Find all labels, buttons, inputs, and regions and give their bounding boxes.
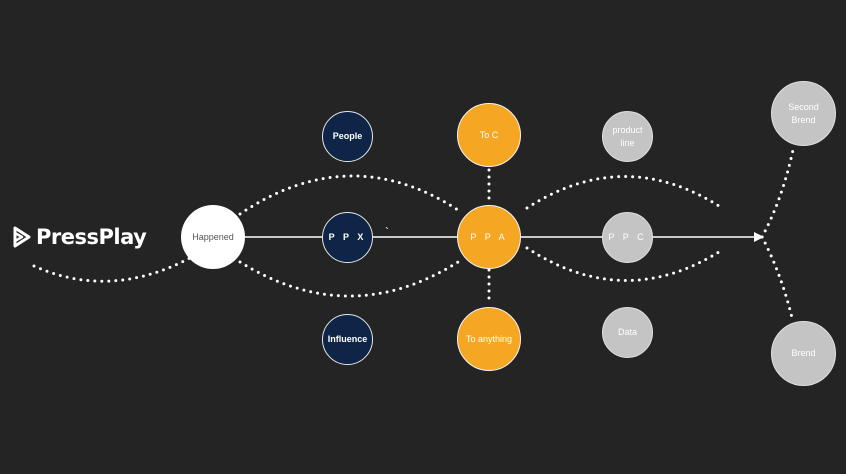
brand-node: Brend — [771, 321, 836, 386]
influence-node: Influence — [322, 314, 373, 365]
lead-in-dotted-curve — [32, 256, 192, 283]
pressplay-logo: PressPlay — [12, 222, 147, 252]
to-anything-node: To anything — [457, 307, 521, 371]
ppa-label: P P A — [470, 231, 508, 242]
upper-right-dotted-arc — [525, 175, 724, 210]
upper-left-dotted-arc — [238, 174, 460, 216]
logo-text: PressPlay — [36, 225, 147, 249]
to-c-label: To C — [479, 129, 499, 140]
second-brand-label: Second Brend — [788, 102, 819, 125]
people-label: People — [332, 131, 363, 142]
stray-tick-mark: ` — [385, 225, 389, 239]
branch-to-second-brand-dotted-line — [760, 148, 795, 239]
ppa-node: P P A — [457, 205, 521, 269]
ppc-node: P P C — [602, 212, 653, 263]
happened-node: Happened — [181, 205, 245, 269]
lower-right-dotted-arc — [525, 246, 724, 282]
people-node: People — [322, 111, 373, 162]
influence-label: Influence — [327, 334, 368, 345]
product-line-node: product line — [602, 111, 653, 162]
lower-left-dotted-arc — [238, 260, 460, 298]
product-line-label: product line — [612, 125, 643, 148]
ppx-label: P P X — [328, 232, 367, 243]
second-brand-node: Second Brend — [771, 81, 836, 146]
ppc-label: P P C — [608, 232, 647, 243]
main-axis-arrowhead — [754, 232, 764, 242]
data-node: Data — [602, 307, 653, 358]
ppx-node: P P X — [322, 212, 373, 263]
brand-label: Brend — [791, 348, 816, 359]
to-c-node: To C — [457, 103, 521, 167]
branch-to-brand-dotted-line — [760, 235, 795, 324]
happened-label: Happened — [192, 231, 234, 242]
play-arrow-logo-icon — [13, 226, 31, 248]
to-anything-label: To anything — [465, 333, 513, 344]
data-label: Data — [617, 327, 637, 338]
